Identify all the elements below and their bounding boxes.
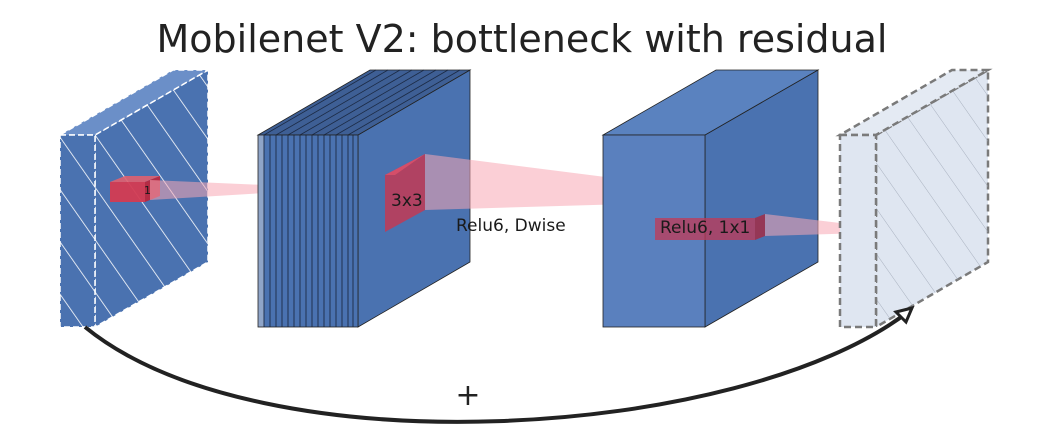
dwise-kernel-label: 3x3 <box>391 191 423 211</box>
pointwise-kernel <box>655 214 765 240</box>
diagram-title: Mobilenet V2: bottleneck with residual <box>157 17 888 61</box>
intermediate-block <box>601 69 820 328</box>
input-kernel-label: 1 <box>144 184 151 197</box>
residual-plus-label: + <box>455 378 480 413</box>
dwise-op-label: Relu6, Dwise <box>456 216 566 236</box>
residual-arrow <box>83 305 915 424</box>
pointwise-op-label: Relu6, 1x1 <box>660 218 750 238</box>
output-block <box>835 67 993 330</box>
dwise-kernel: 3x3 <box>385 154 425 232</box>
projection-expand <box>150 180 265 200</box>
